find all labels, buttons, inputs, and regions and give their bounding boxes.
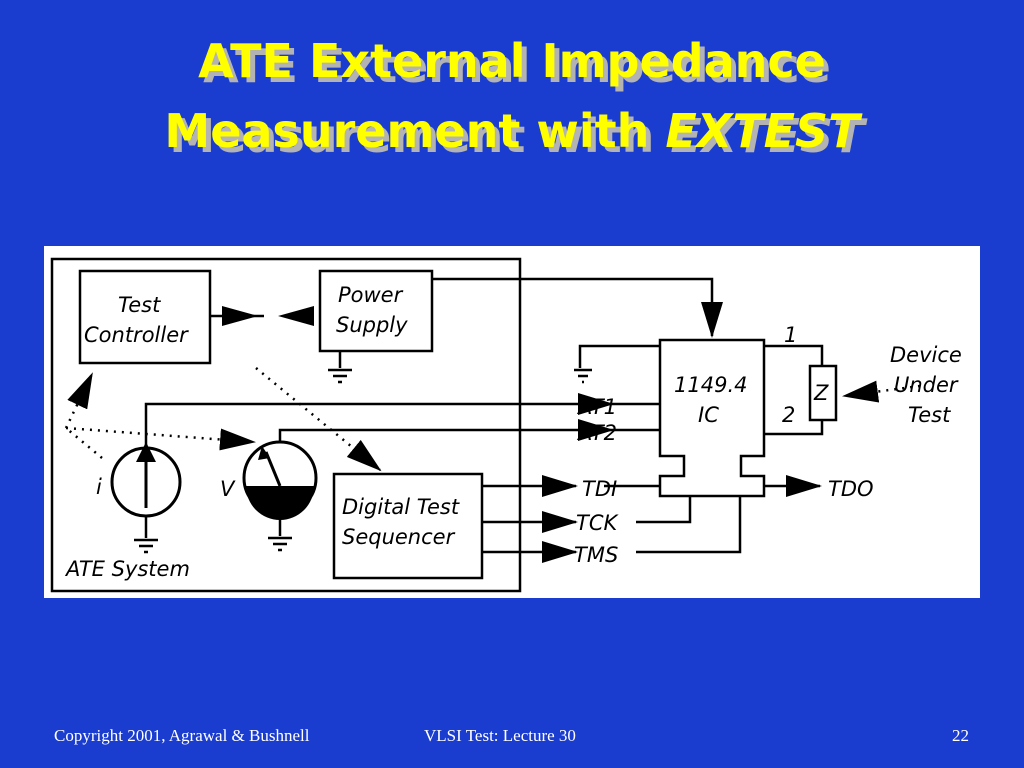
signal-tdi: TDI (582, 477, 617, 501)
title-line2-prefix: Measurement with (164, 104, 666, 158)
signal-tms: TMS (574, 543, 618, 567)
impedance-label: Z (813, 381, 829, 405)
power-supply-line1: Power (338, 283, 404, 307)
pin1-label: 1 (784, 323, 797, 347)
current-source-label: i (96, 475, 102, 499)
sequencer-line2: Sequencer (342, 525, 456, 549)
ate-system-label: ATE System (64, 557, 190, 581)
test-controller-line2: Controller (84, 323, 189, 347)
slide-title-line2: Measurement with EXTEST (0, 106, 1024, 156)
footer-page-number: 22 (952, 726, 969, 745)
signal-tck: TCK (576, 511, 619, 535)
title-emphasis-extest: EXTEST (665, 104, 860, 158)
ate-system-box (50, 257, 522, 593)
ic-line1: 1149.4 (674, 373, 747, 397)
dut-line1: Device (890, 343, 962, 367)
voltmeter-label: V (220, 477, 236, 501)
pin2-label: 2 (782, 403, 795, 427)
footer-copyright: Copyright 2001, Agrawal & Bushnell (54, 726, 310, 745)
ic-line2: IC (698, 403, 719, 427)
signal-at1: AT1 (576, 395, 617, 419)
digital-test-sequencer-box (332, 472, 484, 580)
ate-diagram: Test Controller Power Supply 1149.4 IC D… (44, 246, 980, 598)
ic-box (658, 338, 766, 498)
test-controller-box (78, 269, 212, 365)
power-supply-line2: Supply (336, 313, 408, 337)
signal-at2: AT2 (576, 421, 617, 445)
ate-diagram-svg: Test Controller Power Supply 1149.4 IC D… (50, 257, 962, 593)
slide-title-line1: ATE External Impedance (198, 34, 826, 88)
dut-line2: Under (894, 373, 959, 397)
signal-tdo: TDO (828, 477, 874, 501)
footer-lecture: VLSI Test: Lecture 30 (424, 726, 576, 745)
dut-line3: Test (908, 403, 951, 427)
sequencer-line1: Digital Test (342, 495, 460, 519)
power-supply-box (318, 269, 434, 353)
test-controller-line1: Test (118, 293, 161, 317)
